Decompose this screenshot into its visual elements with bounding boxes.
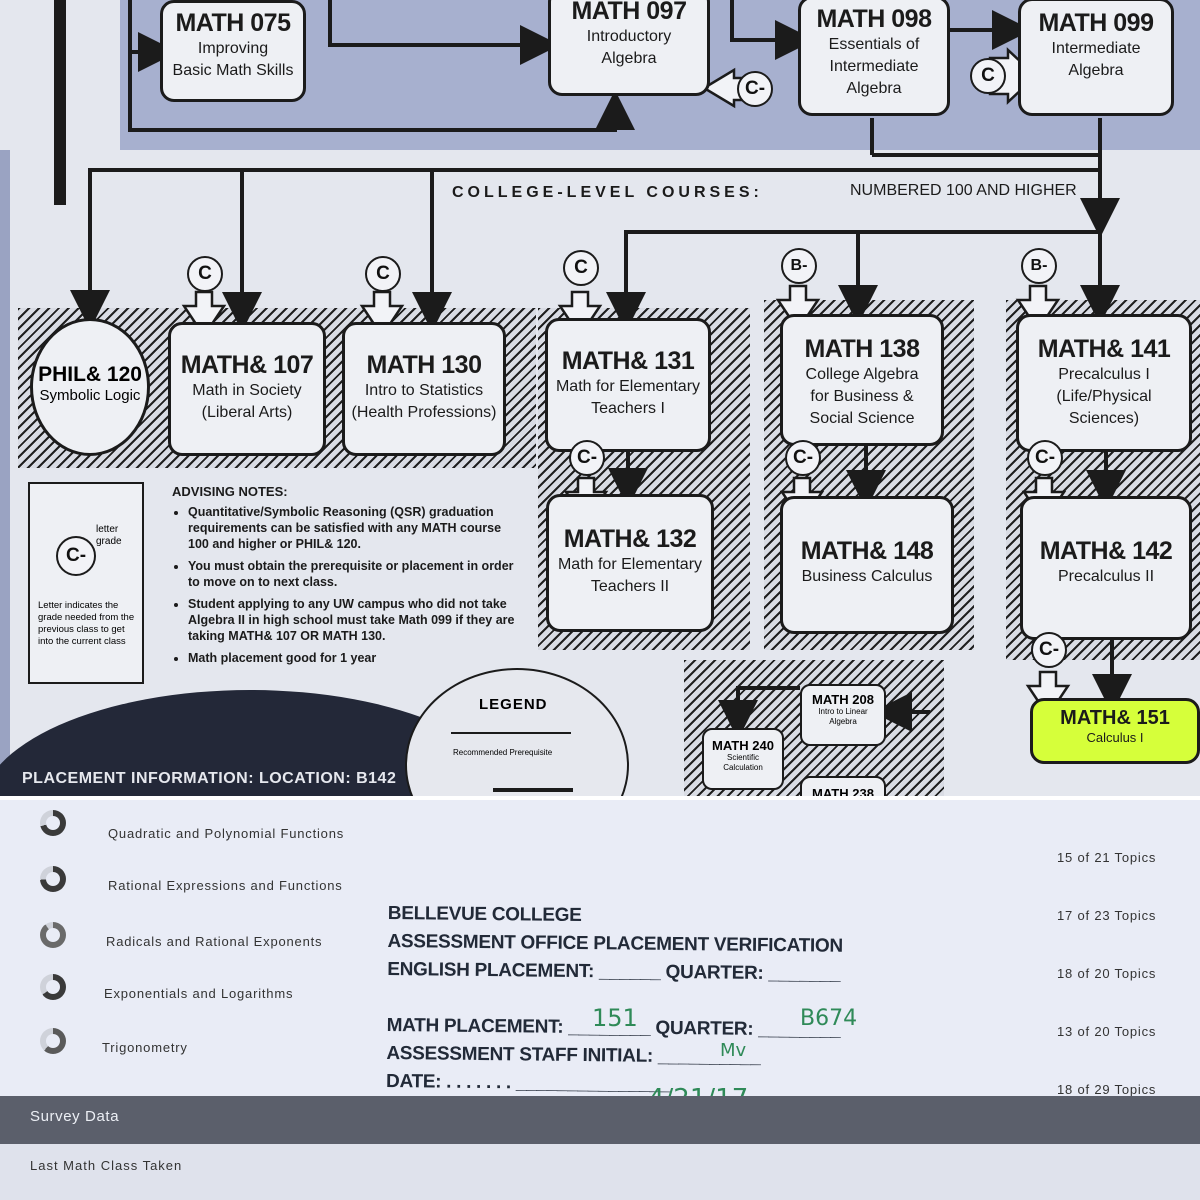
grade-badge-141: B-: [1021, 248, 1057, 284]
legend-item: Recommended Prerequisite: [453, 748, 553, 757]
topic-count: 17 of 23 Topics: [1057, 908, 1157, 923]
stamp-english-line: ENGLISH PLACEMENT: ______ QUARTER: _____…: [387, 958, 841, 985]
advising-note: Quantitative/Symbolic Reasoning (QSR) gr…: [188, 504, 522, 552]
grade-badge-top-1: C-: [737, 71, 773, 107]
course-math-238: MATH 238: [800, 776, 886, 798]
course-math-130: MATH 130 Intro to Statistics (Health Pro…: [342, 322, 506, 456]
topic-name: Trigonometry: [102, 1040, 188, 1055]
advising-note: You must obtain the prerequisite or plac…: [188, 558, 522, 590]
grade-badge-130: C: [365, 256, 401, 292]
progress-ring-icon: [40, 922, 66, 948]
course-math-208: MATH 208 Intro to Linear Algebra: [800, 684, 886, 746]
course-math-132: MATH& 132 Math for Elementary Teachers I…: [546, 494, 714, 632]
survey-data-label: Survey Data: [30, 1108, 120, 1125]
handwritten-quarter: B674: [800, 1006, 858, 1031]
legend-arrow-2: [493, 788, 573, 792]
placement-verification-stamp: BELLEVUE COLLEGE ASSESSMENT OFFICE PLACE…: [386, 900, 843, 1101]
advising-note: Student applying to any UW campus who di…: [188, 596, 522, 644]
section-subtitle: NUMBERED 100 AND HIGHER: [850, 182, 1077, 199]
legend-arrow: [451, 732, 571, 734]
advising-notes: ADVISING NOTES: Quantitative/Symbolic Re…: [172, 484, 522, 672]
course-math-138: MATH 138 College Algebra for Business & …: [780, 314, 944, 446]
grade-badge-138: B-: [781, 248, 817, 284]
grade-badge-131: C: [563, 250, 599, 286]
course-math-099: MATH 099 Intermediate Algebra: [1018, 0, 1174, 116]
topic-count: 18 of 20 Topics: [1057, 966, 1157, 981]
course-math-107: MATH& 107 Math in Society (Liberal Arts): [168, 322, 326, 456]
topic-name: Rational Expressions and Functions: [108, 878, 343, 893]
progress-ring-icon: [40, 1028, 66, 1054]
course-math-151-highlighted: MATH& 151 Calculus I: [1030, 698, 1200, 764]
course-math-131: MATH& 131 Math for Elementary Teachers I: [545, 318, 711, 452]
topic-name: Radicals and Rational Exponents: [106, 934, 323, 949]
grade-key-badge: C-: [56, 536, 96, 576]
course-math-098: MATH 098 Essentials of Intermediate Alge…: [798, 0, 950, 116]
course-math-240: MATH 240 Scientific Calculation: [702, 728, 784, 790]
grade-key-box: C- letter grade Letter indicates the gra…: [28, 482, 144, 684]
photo-separator: [0, 796, 1200, 802]
grade-badge-107: C: [187, 256, 223, 292]
course-math-075: MATH 075 Improving Basic Math Skills: [160, 0, 306, 102]
advising-heading: ADVISING NOTES:: [172, 484, 288, 499]
topic-row: Rational Expressions and Functions 17 of…: [0, 866, 1200, 923]
course-math-097: MATH 097 Introductory Algebra: [548, 0, 710, 96]
topic-row: Exponentials and Logarithms 13 of 20 Top…: [0, 972, 1200, 1039]
grade-badge-151: C-: [1031, 632, 1067, 668]
topic-count: 18 of 29 Topics: [1057, 1082, 1157, 1097]
course-math-142: MATH& 142 Precalculus II: [1020, 496, 1192, 640]
last-math-class-label: Last Math Class Taken: [30, 1158, 183, 1173]
survey-data-header: Survey Data: [0, 1096, 1200, 1144]
progress-ring-icon: [40, 810, 66, 836]
handwritten-initial: Mv: [720, 1040, 747, 1061]
progress-ring-icon: [40, 866, 66, 892]
topic-row: Radicals and Rational Exponents 18 of 20…: [0, 918, 1200, 981]
section-title: COLLEGE-LEVEL COURSES:: [452, 184, 763, 201]
grade-badge-148: C-: [785, 440, 821, 476]
grade-badge-142: C-: [1027, 440, 1063, 476]
grade-badge-132: C-: [569, 440, 605, 476]
topic-count: 15 of 21 Topics: [1057, 850, 1157, 865]
topic-row: Trigonometry 18 of 29 Topics: [0, 1028, 1200, 1097]
advising-note: Math placement good for 1 year: [188, 650, 522, 666]
handwritten-math-placement: 151: [592, 1004, 638, 1032]
topic-name: Exponentials and Logarithms: [104, 986, 294, 1001]
grade-badge-top-2: C: [970, 58, 1006, 94]
placement-info-label: PLACEMENT INFORMATION: LOCATION: B142: [22, 770, 397, 787]
course-math-141: MATH& 141 Precalculus I (Life/Physical S…: [1016, 314, 1192, 452]
topic-name: Quadratic and Polynomial Functions: [108, 826, 345, 841]
grade-key-label: letter grade: [96, 524, 122, 547]
topic-row: Quadratic and Polynomial Functions 15 of…: [0, 810, 1200, 865]
legend-title: LEGEND: [479, 696, 548, 713]
progress-ring-icon: [40, 974, 66, 1000]
left-band: [0, 150, 10, 798]
course-phil-120: PHIL& 120 Symbolic Logic: [30, 318, 150, 456]
stamp-quarter-label-2: QUARTER:: [655, 1017, 754, 1040]
topic-count: 13 of 20 Topics: [1057, 1024, 1157, 1039]
last-math-class-row: Last Math Class Taken: [0, 1144, 1200, 1200]
grade-key-caption: Letter indicates the grade needed from t…: [38, 600, 135, 647]
course-math-148: MATH& 148 Business Calculus: [780, 496, 954, 634]
course-flowchart: MATH 075 Improving Basic Math Skills MAT…: [0, 0, 1200, 798]
